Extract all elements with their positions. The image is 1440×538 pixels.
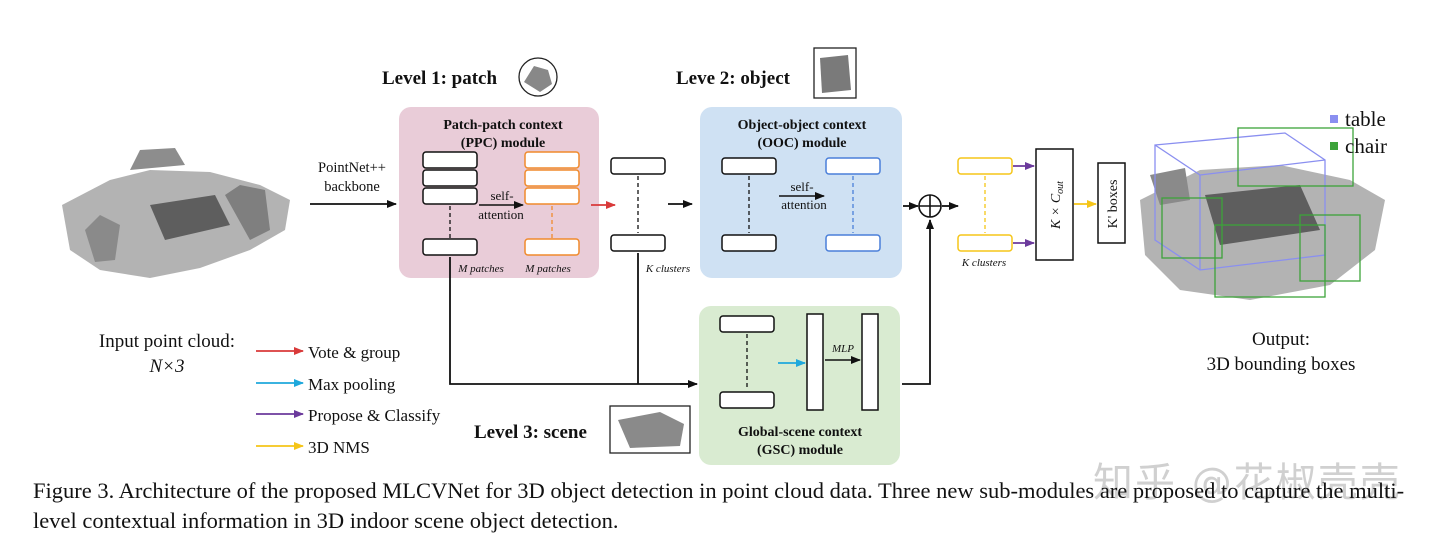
gsc-cluster-features xyxy=(719,315,775,409)
k-clusters-label-b: K clusters xyxy=(961,257,1006,269)
level2-title: Leve 2: object xyxy=(676,68,791,89)
feature-sum-node xyxy=(918,194,942,218)
legend-vote-label: Vote & group xyxy=(308,343,400,362)
gsc-module-box xyxy=(699,306,900,465)
mlp-label: MLP xyxy=(831,343,854,355)
watermark: 知乎 @花椒壳壳 xyxy=(1093,460,1402,506)
legend-nms-label: 3D NMS xyxy=(308,438,370,457)
global-vector-1 xyxy=(806,313,824,411)
pointnet-label-line1: PointNet++ xyxy=(318,160,386,176)
output-label-line1: Output: xyxy=(1252,329,1310,350)
object-thumbnail xyxy=(813,47,857,99)
patch-thumbnail xyxy=(518,57,558,97)
global-vector-2 xyxy=(861,313,879,411)
ppc-attention-label: attention xyxy=(478,207,524,222)
gsc-title-line1: Global-scene context xyxy=(738,425,862,440)
kprime-boxes-label: K' boxes xyxy=(1106,180,1121,229)
patch-to-gsc-line xyxy=(449,257,695,385)
level3-title: Level 3: scene xyxy=(474,422,587,443)
ooc-input-features xyxy=(721,157,777,252)
scene-thumbnail xyxy=(609,405,691,454)
gsc-to-sum-arrow xyxy=(902,219,934,385)
ooc-title-line2: (OOC) module xyxy=(757,136,846,151)
ppc-output-features xyxy=(524,151,580,256)
pointnet-label-line2: backbone xyxy=(324,179,380,195)
ppc-module-box xyxy=(399,107,599,278)
m-patches-label-b: M patches xyxy=(524,263,571,275)
ppc-title-line2: (PPC) module xyxy=(461,136,545,151)
ooc-output-features xyxy=(825,157,881,252)
ppc-title-line1: Patch-patch context xyxy=(443,118,563,133)
kcout-label: K × Cout xyxy=(1049,181,1066,230)
k-clusters-column-1 xyxy=(610,157,666,252)
kcout-box xyxy=(1035,148,1074,261)
chair-legend-label: chair xyxy=(1345,134,1387,158)
ppc-self-label: self- xyxy=(490,188,513,203)
table-legend-swatch xyxy=(1330,115,1338,123)
ooc-attention-label: attention xyxy=(781,197,827,212)
legend-maxpool-label: Max pooling xyxy=(308,375,396,394)
arrow-legend: Vote & group Max pooling Propose & Class… xyxy=(256,343,441,457)
k-clusters-label-a: K clusters xyxy=(645,263,690,275)
figure-caption: Figure 3. Architecture of the proposed M… xyxy=(33,478,1405,533)
output-label-line2: 3D bounding boxes xyxy=(1207,354,1356,375)
output-bounding-boxes xyxy=(1154,127,1361,298)
kprime-boxes-box xyxy=(1097,162,1126,244)
input-label-line1: Input point cloud: xyxy=(99,331,235,352)
output-point-cloud xyxy=(1140,165,1385,300)
legend-propose-label: Propose & Classify xyxy=(308,406,441,425)
input-label-line2: N×3 xyxy=(149,356,185,377)
ooc-title-line1: Object-object context xyxy=(738,118,867,133)
gsc-title-line2: (GSC) module xyxy=(757,443,843,458)
level1-title: Level 1: patch xyxy=(382,68,497,89)
table-legend-label: table xyxy=(1345,107,1386,131)
m-patches-label-a: M patches xyxy=(457,263,504,275)
ooc-self-label: self- xyxy=(790,179,813,194)
k-clusters-column-2 xyxy=(957,157,1013,252)
input-point-cloud xyxy=(62,148,290,278)
chair-legend-swatch xyxy=(1330,142,1338,150)
ppc-input-features xyxy=(422,151,478,256)
